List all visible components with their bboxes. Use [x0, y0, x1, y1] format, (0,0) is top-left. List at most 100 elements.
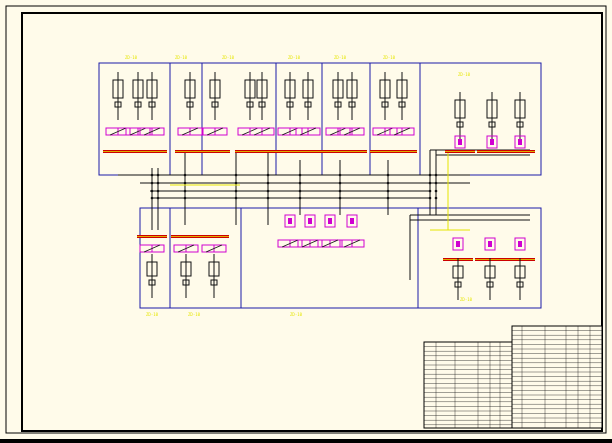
cylinder-icon — [452, 258, 464, 300]
cylinder-icon — [256, 72, 268, 120]
cylinder-icon — [486, 92, 498, 140]
pipe-joint-icon — [386, 181, 390, 185]
group-label: ZD-10 — [125, 55, 138, 60]
pipe-joint-icon — [156, 173, 160, 177]
cylinder-icon — [514, 258, 526, 300]
parts-list-right — [511, 325, 603, 429]
group-label: ZD-10 — [460, 297, 473, 302]
directional-valve-icon — [139, 127, 165, 136]
directional-valve-icon — [339, 239, 365, 248]
group-label: ZD-10 — [383, 55, 396, 60]
cylinder-icon — [514, 92, 526, 140]
pipe-joint-icon — [298, 173, 302, 177]
pipe-joint-icon — [338, 196, 342, 200]
cylinder-icon — [146, 72, 158, 120]
pipe-joint-icon — [234, 189, 238, 193]
inner-border — [21, 12, 603, 432]
directional-valve-icon — [514, 135, 526, 149]
pressure-regulator-icon — [137, 235, 167, 238]
pipe-joint-icon — [434, 181, 438, 185]
directional-valve-icon — [317, 239, 343, 248]
cylinder-icon — [396, 72, 408, 120]
pipe-joint-icon — [386, 173, 390, 177]
group-label: ZD-10 — [188, 312, 201, 317]
pipe-joint-icon — [150, 189, 154, 193]
directional-valve-icon — [346, 214, 358, 228]
cylinder-icon — [244, 72, 256, 120]
directional-valve-icon — [454, 135, 466, 149]
title-block — [423, 325, 603, 429]
directional-valve-icon — [284, 214, 296, 228]
cylinder-icon — [484, 258, 496, 300]
directional-valve-icon — [325, 127, 351, 136]
cylinder-icon — [284, 72, 296, 120]
group-label: ZD-10 — [334, 55, 347, 60]
pipe-joint-icon — [234, 181, 238, 185]
cylinder-icon — [454, 92, 466, 140]
directional-valve-icon — [277, 127, 303, 136]
cylinder-icon — [346, 72, 358, 120]
directional-valve-icon — [173, 244, 199, 253]
directional-valve-icon — [202, 127, 228, 136]
directional-valve-icon — [277, 239, 303, 248]
pressure-regulator-icon — [445, 150, 475, 153]
directional-valve-icon — [484, 237, 496, 251]
cylinder-icon — [180, 254, 192, 298]
pressure-regulator-icon — [247, 150, 277, 153]
directional-valve-icon — [201, 244, 227, 253]
directional-valve-icon — [125, 127, 151, 136]
pipe-joint-icon — [150, 196, 154, 200]
directional-valve-icon — [452, 237, 464, 251]
pipe-joint-icon — [338, 173, 342, 177]
cylinder-icon — [302, 72, 314, 120]
pipe-joint-icon — [428, 173, 432, 177]
pressure-regulator-icon — [171, 235, 201, 238]
cylinder-icon — [132, 72, 144, 120]
pilot-lines — [170, 150, 470, 231]
directional-valve-icon — [486, 135, 498, 149]
directional-valve-icon — [249, 127, 275, 136]
pipe-joint-icon — [156, 181, 160, 185]
cylinder-icon — [112, 72, 124, 120]
pipe-joint-icon — [386, 189, 390, 193]
directional-valve-icon — [514, 237, 526, 251]
cylinder-icon — [209, 72, 221, 120]
outer-border — [5, 5, 607, 434]
pipe-joint-icon — [428, 196, 432, 200]
group-label: ZD-10 — [222, 55, 235, 60]
top-panel: ZD-10 ZD-10 ZD-10 ZD-10 ZD-10 ZD-10 ZD-1… — [98, 55, 542, 176]
pressure-regulator-icon — [387, 150, 417, 153]
pipe-joint-icon — [183, 196, 187, 200]
pipe-joint-icon — [434, 196, 438, 200]
cylinder-icon — [146, 254, 158, 298]
group-label: ZD-10 — [146, 312, 159, 317]
directional-valve-icon — [295, 127, 321, 136]
pipe-joint-icon — [156, 189, 160, 193]
pressure-regulator-icon — [337, 150, 367, 153]
pipe-joint-icon — [428, 181, 432, 185]
cylinder-icon — [332, 72, 344, 120]
directional-valve-icon — [339, 127, 365, 136]
pipe-joint-icon — [434, 173, 438, 177]
pipe-joint-icon — [150, 173, 154, 177]
pressure-regulator-icon — [137, 150, 167, 153]
pipe-joint-icon — [183, 181, 187, 185]
directional-valve-icon — [139, 244, 165, 253]
directional-valve-icon — [324, 214, 336, 228]
pressure-regulator-icon — [477, 150, 507, 153]
cylinder-icon — [379, 72, 391, 120]
directional-valve-icon — [389, 127, 415, 136]
pipe-joint-icon — [338, 181, 342, 185]
pipe-joint-icon — [298, 189, 302, 193]
pipe-joint-icon — [266, 173, 270, 177]
group-label: ZD-10 — [290, 312, 303, 317]
pipe-joint-icon — [266, 196, 270, 200]
parts-list-rows — [424, 326, 602, 428]
pressure-regulator-icon — [505, 150, 535, 153]
pipe-joint-icon — [266, 189, 270, 193]
directional-valve-icon — [304, 214, 316, 228]
pipe-joint-icon — [183, 173, 187, 177]
parts-list-left — [423, 341, 513, 429]
